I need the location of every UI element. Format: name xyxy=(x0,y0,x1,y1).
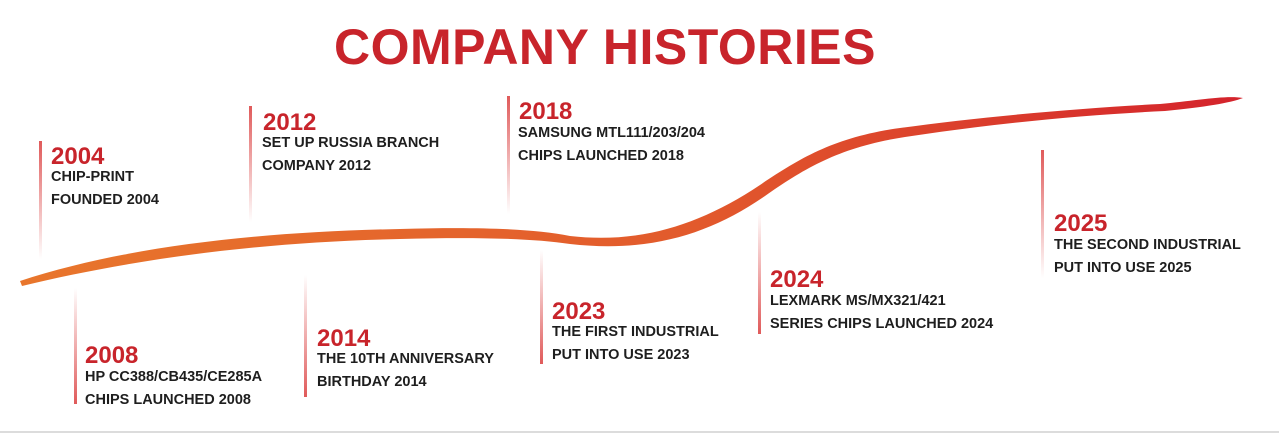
event-desc-line: PUT INTO USE 2025 xyxy=(1054,260,1192,276)
event-desc-line: THE SECOND INDUSTRIAL xyxy=(1054,237,1241,253)
event-description: LEXMARK MS/MX321/421 SERIES CHIPS LAUNCH… xyxy=(770,290,993,336)
event-desc-line: PUT INTO USE 2023 xyxy=(552,347,690,363)
event-year: 2014 xyxy=(317,325,371,352)
event-year: 2008 xyxy=(85,342,139,369)
event-connector xyxy=(304,275,307,397)
bottom-divider xyxy=(0,431,1279,433)
timeline-curve-path xyxy=(20,97,1243,286)
event-year: 2012 xyxy=(263,109,317,136)
page-title: COMPANY HISTORIES xyxy=(334,19,876,75)
event-desc-line: COMPANY 2012 xyxy=(262,158,372,174)
event-description: SAMSUNG MTL111/203/204 CHIPS LAUNCHED 20… xyxy=(518,122,705,168)
event-desc-line: SAMSUNG MTL111/203/204 xyxy=(518,125,705,141)
event-connector xyxy=(540,250,543,364)
event-desc-line: FOUNDED 2004 xyxy=(51,192,159,208)
event-year: 2025 xyxy=(1054,210,1108,237)
event-desc-line: SERIES CHIPS LAUNCHED 2024 xyxy=(770,316,994,332)
event-description: HP CC388/CB435/CE285A CHIPS LAUNCHED 200… xyxy=(85,366,262,412)
event-desc-line: BIRTHDAY 2014 xyxy=(317,374,427,390)
event-year: 2018 xyxy=(519,98,573,125)
event-desc-line: HP CC388/CB435/CE285A xyxy=(85,369,263,385)
event-desc-line: CHIP-PRINT xyxy=(51,169,134,185)
event-description: SET UP RUSSIA BRANCH COMPANY 2012 xyxy=(262,132,439,178)
event-connector xyxy=(249,106,252,222)
event-year: 2004 xyxy=(51,143,105,170)
event-connector xyxy=(39,141,42,259)
event-desc-line: THE 10TH ANNIVERSARY xyxy=(317,351,494,367)
event-description: THE FIRST INDUSTRIAL PUT INTO USE 2023 xyxy=(552,321,719,367)
event-description: THE SECOND INDUSTRIAL PUT INTO USE 2025 xyxy=(1054,234,1241,280)
event-connector xyxy=(74,288,77,404)
event-description: THE 10TH ANNIVERSARY BIRTHDAY 2014 xyxy=(317,348,494,394)
event-description: CHIP-PRINT FOUNDED 2004 xyxy=(51,166,159,212)
event-desc-line: LEXMARK MS/MX321/421 xyxy=(770,293,946,309)
event-desc-line: CHIPS LAUNCHED 2008 xyxy=(85,392,251,408)
event-year: 2023 xyxy=(552,298,606,325)
event-connector xyxy=(758,212,761,334)
event-connector xyxy=(507,96,510,214)
event-connector xyxy=(1041,150,1044,278)
event-desc-line: CHIPS LAUNCHED 2018 xyxy=(518,148,684,164)
event-desc-line: THE FIRST INDUSTRIAL xyxy=(552,324,719,340)
event-year: 2024 xyxy=(770,266,824,293)
event-desc-line: SET UP RUSSIA BRANCH xyxy=(262,135,440,151)
